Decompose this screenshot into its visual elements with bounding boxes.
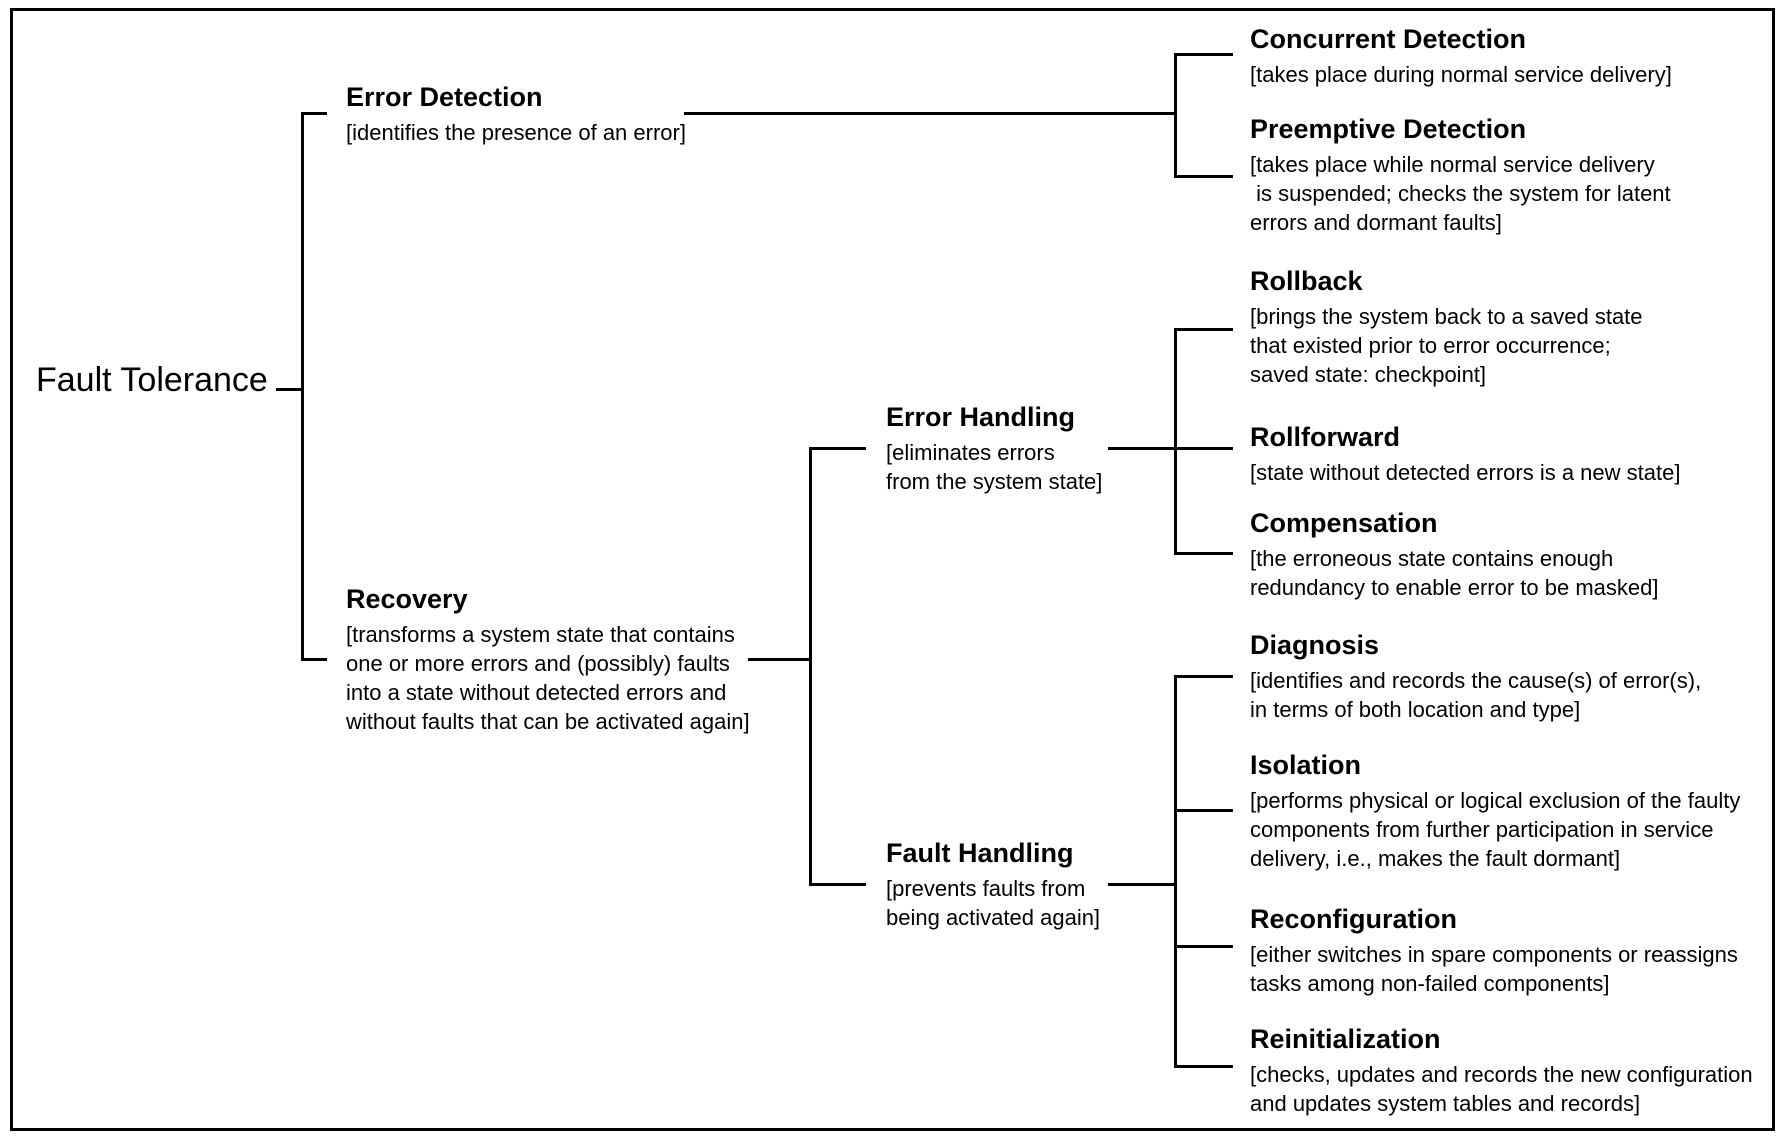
node-compensation-desc-line: [the erroneous state contains enough — [1250, 546, 1614, 571]
node-recovery-desc-line: without faults that can be activated aga… — [346, 709, 750, 734]
node-concurrent-detection-desc-line: [takes place during normal service deliv… — [1250, 62, 1672, 87]
connector-error-handling-stub — [809, 447, 866, 450]
node-compensation: Compensation [the erroneous state contai… — [1250, 506, 1658, 602]
node-fault-handling-desc-line: [prevents faults from — [886, 876, 1086, 901]
node-error-handling: Error Handling [eliminates errors from t… — [886, 400, 1102, 496]
node-compensation-title: Compensation — [1250, 508, 1438, 538]
node-error-handling-title: Error Handling — [886, 402, 1076, 432]
connector-concurrent-detection-stub — [1174, 53, 1233, 56]
node-error-handling-desc-line: from the system state] — [886, 469, 1103, 494]
node-rollback: Rollback [brings the system back to a sa… — [1250, 264, 1643, 389]
node-isolation-desc-line: components from further participation in… — [1250, 817, 1714, 842]
node-recovery-desc-line: [transforms a system state that contains — [346, 622, 735, 647]
node-preemptive-detection-desc-line: errors and dormant faults] — [1250, 210, 1502, 235]
connector-detection-bracket-vertical — [1174, 53, 1177, 178]
node-concurrent-detection-title: Concurrent Detection — [1250, 24, 1527, 54]
node-preemptive-detection-desc-line: is suspended; checks the system for late… — [1250, 181, 1671, 206]
node-preemptive-detection-desc-line: [takes place while normal service delive… — [1250, 152, 1655, 177]
node-recovery-desc-line: into a state without detected errors and — [346, 680, 727, 705]
node-error-detection-title: Error Detection — [346, 82, 543, 112]
node-rollforward-title: Rollforward — [1250, 422, 1401, 452]
node-reinitialization-title: Reinitialization — [1250, 1024, 1441, 1054]
node-diagnosis-desc-line: [identifies and records the cause(s) of … — [1250, 668, 1702, 693]
node-rollback-title: Rollback — [1250, 266, 1363, 296]
connector-fault-handling-stub — [809, 883, 866, 886]
node-fault-handling-title: Fault Handling — [886, 838, 1074, 868]
connector-error-handling-line — [1108, 447, 1233, 450]
node-fault-tolerance-title: Fault Tolerance — [36, 361, 268, 399]
connector-compensation-stub — [1174, 552, 1233, 555]
connector-recovery-line — [748, 658, 812, 661]
node-recovery-title: Recovery — [346, 584, 468, 614]
node-reinitialization-desc-line: [checks, updates and records the new con… — [1250, 1062, 1753, 1087]
connector-handling-bracket-vertical — [809, 447, 812, 886]
connector-error-detection-line — [684, 112, 1177, 115]
node-diagnosis: Diagnosis [identifies and records the ca… — [1250, 628, 1701, 724]
node-error-detection-desc-line: [identifies the presence of an error] — [346, 120, 686, 145]
connector-preemptive-detection-stub — [1174, 175, 1233, 178]
node-error-handling-desc-line: [eliminates errors — [886, 440, 1055, 465]
node-compensation-desc-line: redundancy to enable error to be masked] — [1250, 575, 1659, 600]
node-reconfiguration-title: Reconfiguration — [1250, 904, 1457, 934]
connector-root-bracket-vertical — [301, 112, 304, 661]
node-fault-handling-desc-line: being activated again] — [886, 905, 1101, 930]
connector-diagnosis-stub — [1174, 675, 1233, 678]
node-reconfiguration-desc-line: tasks among non-failed components] — [1250, 971, 1610, 996]
node-rollback-desc-line: saved state: checkpoint] — [1250, 362, 1487, 387]
node-reinitialization: Reinitialization [checks, updates and re… — [1250, 1022, 1753, 1118]
connector-rollback-stub — [1174, 328, 1233, 331]
connector-fault-handling-bracket-vertical — [1174, 675, 1177, 1068]
node-preemptive-detection-title: Preemptive Detection — [1250, 114, 1527, 144]
connector-root-dash — [276, 388, 304, 391]
node-error-detection: Error Detection [identifies the presence… — [346, 80, 686, 147]
connector-error-handling-bracket-vertical — [1174, 328, 1177, 555]
node-preemptive-detection: Preemptive Detection [takes place while … — [1250, 112, 1671, 237]
node-rollforward: Rollforward [state without detected erro… — [1250, 420, 1680, 487]
node-rollforward-desc-line: [state without detected errors is a new … — [1250, 460, 1681, 485]
connector-reinitialization-stub — [1174, 1065, 1233, 1068]
node-diagnosis-desc-line: in terms of both location and type] — [1250, 697, 1581, 722]
node-recovery-desc-line: one or more errors and (possibly) faults — [346, 651, 730, 676]
node-rollback-desc-line: that existed prior to error occurrence; — [1250, 333, 1611, 358]
node-isolation-title: Isolation — [1250, 750, 1362, 780]
node-reconfiguration: Reconfiguration [either switches in spar… — [1250, 902, 1738, 998]
node-isolation: Isolation [performs physical or logical … — [1250, 748, 1740, 873]
node-isolation-desc-line: delivery, i.e., makes the fault dormant] — [1250, 846, 1621, 871]
connector-reconfiguration-stub — [1174, 945, 1233, 948]
connector-isolation-stub — [1174, 809, 1233, 812]
diagram-border — [10, 8, 1775, 1131]
node-reconfiguration-desc-line: [either switches in spare components or … — [1250, 942, 1738, 967]
connector-fault-handling-line — [1108, 883, 1174, 886]
connector-error-detection-stub — [301, 112, 327, 115]
node-fault-handling: Fault Handling [prevents faults from bei… — [886, 836, 1100, 932]
node-diagnosis-title: Diagnosis — [1250, 630, 1380, 660]
node-isolation-desc-line: [performs physical or logical exclusion … — [1250, 788, 1741, 813]
node-concurrent-detection: Concurrent Detection [takes place during… — [1250, 22, 1672, 89]
node-recovery: Recovery [transforms a system state that… — [346, 582, 750, 736]
connector-recovery-stub — [301, 658, 327, 661]
node-fault-tolerance: Fault Tolerance — [36, 360, 268, 400]
node-reinitialization-desc-line: and updates system tables and records] — [1250, 1091, 1641, 1116]
node-rollback-desc-line: [brings the system back to a saved state — [1250, 304, 1643, 329]
